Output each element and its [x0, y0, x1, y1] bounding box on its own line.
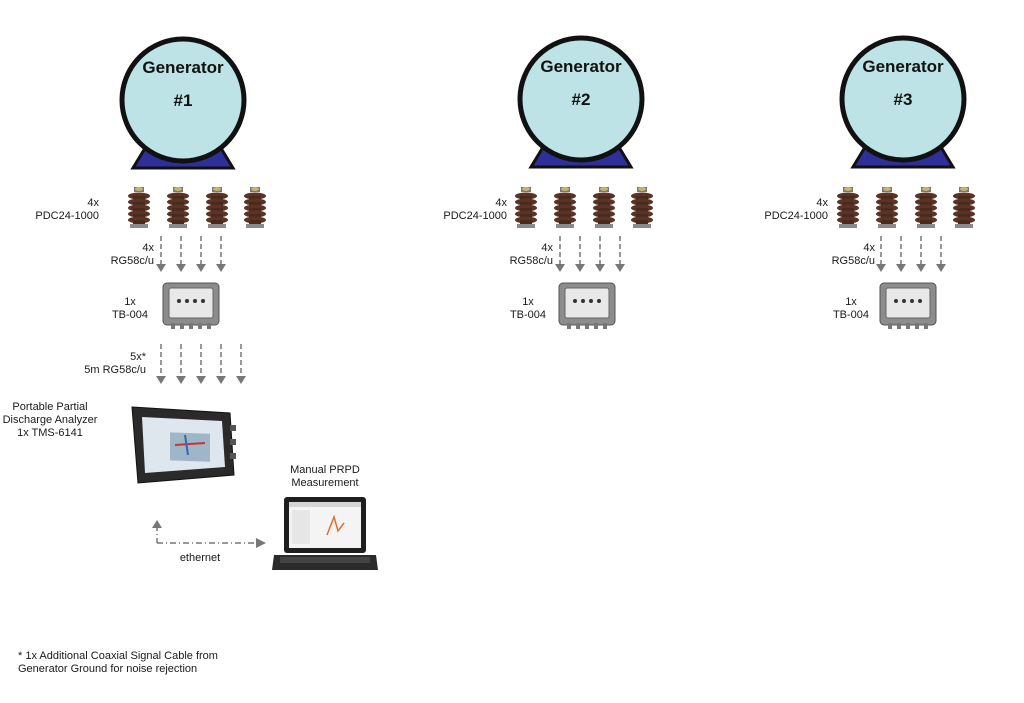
analyzer-cable-arrow-2: [176, 344, 186, 384]
generator-3-sensor-4: [953, 187, 975, 228]
generator-3-sensor-3: [915, 187, 937, 228]
generator-1-title: Generator: [142, 58, 224, 77]
footnote-line2: Generator Ground for noise rejection: [18, 663, 198, 675]
laptop-label-line2: Measurement: [291, 477, 359, 489]
footnote: * 1x Additional Coaxial Signal Cable fro…: [18, 650, 218, 676]
generator-1-number: #1: [173, 91, 193, 110]
sensors-count: 4x: [816, 197, 828, 209]
analyzer-label-line1: Portable Partial: [12, 401, 88, 413]
tb-model: TB-004: [111, 309, 149, 321]
cables-type: RG58c/u: [509, 255, 553, 267]
ethernet-link: [152, 520, 266, 548]
generator-1-sensor-2: [167, 187, 189, 228]
generator-1-sensor-4: [244, 187, 266, 228]
generator-2-cable-arrow-1: [555, 236, 565, 272]
analyzer-cable-arrow-3: [196, 344, 206, 384]
generator-2-title: Generator: [540, 57, 622, 76]
generator-1-tb-label: 1x TB-004: [110, 296, 150, 322]
analyzer-label-line2: Discharge Analyzer: [2, 414, 98, 426]
generator-3-cable-arrow-3: [916, 236, 926, 272]
analyzer-cables-type: 5m RG58c/u: [84, 364, 146, 376]
generator-1-cable-arrow-4: [216, 236, 226, 272]
generator-3-cables-label: 4x RG58c/u: [780, 242, 875, 268]
sensors-model: PDC24-1000: [443, 210, 507, 222]
cables-count: 4x: [142, 242, 154, 254]
footnote-line1: * 1x Additional Coaxial Signal Cable fro…: [18, 650, 218, 662]
generator-1-sensor-3: [206, 187, 228, 228]
generator-3-cable-arrow-2: [896, 236, 906, 272]
generator-2-sensor-2: [554, 187, 576, 228]
analyzer-cables-count: 5x*: [130, 351, 146, 363]
analyzer-label-line3: 1x TMS-6141: [17, 427, 83, 439]
tb-model: TB-004: [832, 309, 870, 321]
generator-3-terminal-box: [879, 282, 937, 329]
generator-3-symbol: [839, 35, 967, 169]
generator-2-cable-arrow-2: [575, 236, 585, 272]
generator-2-terminal-box: [558, 282, 616, 329]
cables-count: 4x: [863, 242, 875, 254]
cables-count: 4x: [541, 242, 553, 254]
analyzer-label: Portable Partial Discharge Analyzer 1x T…: [0, 401, 100, 440]
generator-2-cable-arrow-4: [615, 236, 625, 272]
generator-3-number: #3: [893, 90, 913, 109]
generator-1-circle: [119, 36, 247, 164]
analyzer-cable-arrow-4: [216, 344, 226, 384]
tb-count: 1x: [522, 296, 534, 308]
generator-2-symbol: [517, 35, 645, 169]
generator-2-cables-label: 4x RG58c/u: [460, 242, 553, 268]
analyzer-cable-arrow-5: [236, 344, 246, 384]
sensors-model: PDC24-1000: [35, 210, 99, 222]
generator-1-sensor-1: [128, 187, 150, 228]
generator-2-sensors-label: 4x PDC24-1000: [420, 197, 507, 223]
generator-1-cable-arrow-2: [176, 236, 186, 272]
generator-3-sensor-1: [837, 187, 859, 228]
generator-3-sensors-label: 4x PDC24-1000: [740, 197, 828, 223]
generator-2-circle: [517, 35, 645, 163]
generator-2-sensor-4: [631, 187, 653, 228]
laptop-label-line1: Manual PRPD: [290, 464, 360, 476]
generator-1-cable-arrow-3: [196, 236, 206, 272]
cables-type: RG58c/u: [831, 255, 875, 267]
tb-count: 1x: [124, 296, 136, 308]
generator-1-terminal-box: [162, 282, 220, 329]
generator-3-cable-arrow-4: [936, 236, 946, 272]
generator-3-cable-arrow-1: [876, 236, 886, 272]
generator-2-sensor-1: [515, 187, 537, 228]
tb-model: TB-004: [509, 309, 547, 321]
generator-3-title: Generator: [862, 57, 944, 76]
cables-type: RG58c/u: [110, 255, 154, 267]
analyzer-cable-arrow-1: [156, 344, 166, 384]
analyzer-cables-label: 5x* 5m RG58c/u: [60, 351, 146, 377]
generator-2-number: #2: [571, 90, 591, 109]
generator-2-tb-label: 1x TB-004: [508, 296, 548, 322]
generator-2-cable-arrow-3: [595, 236, 605, 272]
laptop-device: [272, 497, 378, 570]
tb-count: 1x: [845, 296, 857, 308]
sensors-count: 4x: [87, 197, 99, 209]
generator-1-cables-label: 4x RG58c/u: [60, 242, 154, 268]
generator-3-circle: [839, 35, 967, 163]
generator-1-sensors-label: 4x PDC24-1000: [20, 197, 99, 223]
generator-1-cable-arrow-1: [156, 236, 166, 272]
generator-2-sensor-3: [593, 187, 615, 228]
sensors-model: PDC24-1000: [764, 210, 828, 222]
ethernet-label: ethernet: [179, 552, 221, 564]
sensors-count: 4x: [495, 197, 507, 209]
laptop-label: Manual PRPD Measurement: [280, 464, 370, 490]
analyzer-device: [131, 406, 236, 484]
generator-3-sensor-2: [876, 187, 898, 228]
generator-1-symbol: [119, 36, 247, 170]
generator-3-tb-label: 1x TB-004: [831, 296, 871, 322]
